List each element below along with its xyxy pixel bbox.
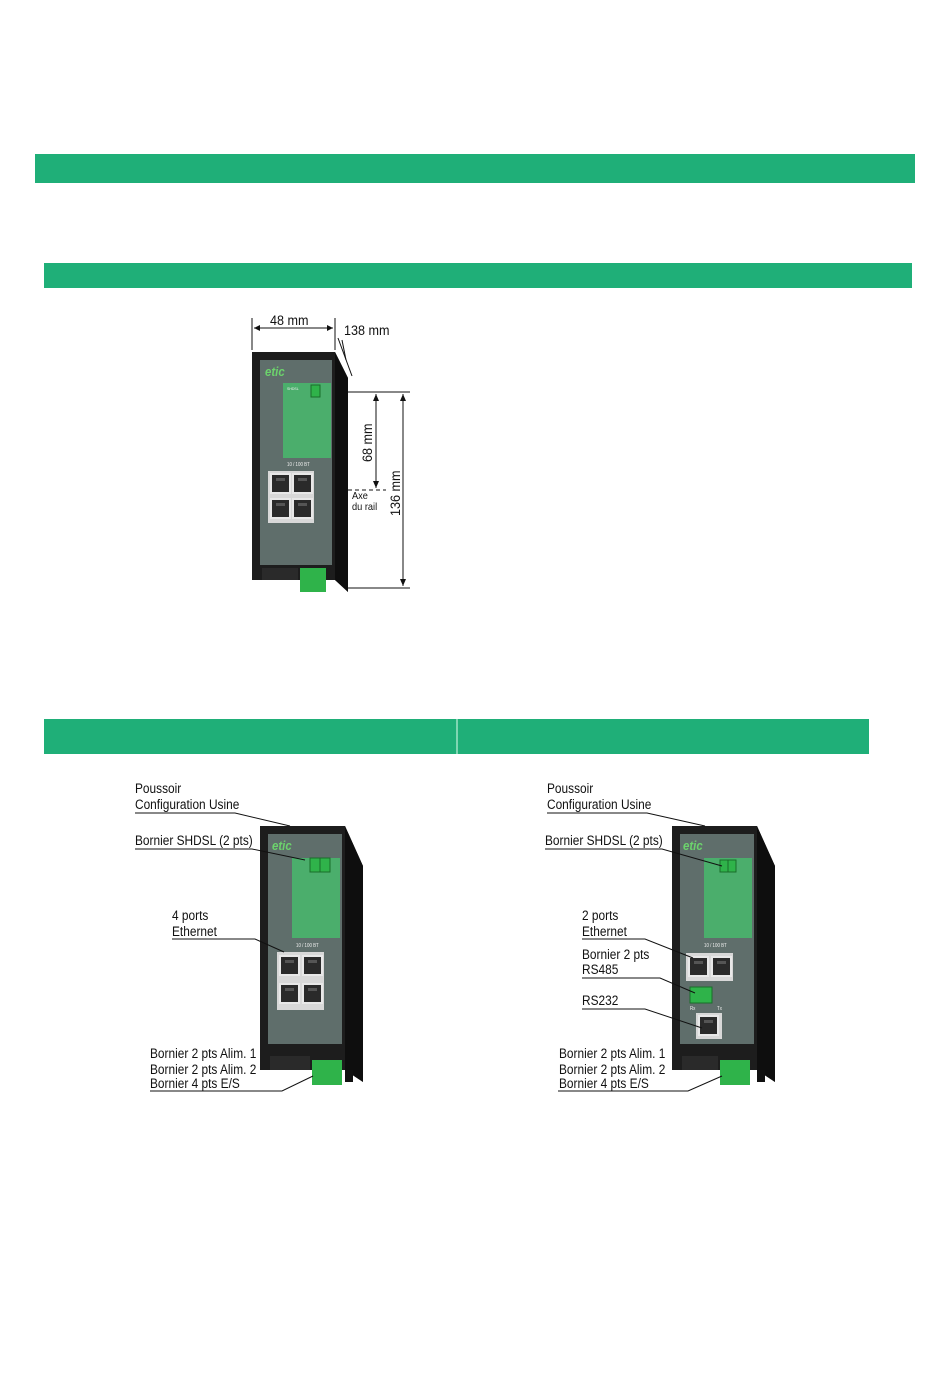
left-pushbutton-label-2: Configuration Usine xyxy=(135,797,240,812)
right-callouts xyxy=(545,812,723,1092)
right-shdsl-label: Bornier SHDSL (2 pts) xyxy=(545,833,663,848)
shdsl-mark-top: SHDSL xyxy=(287,386,299,391)
rail-offset-label: 68 mm xyxy=(359,423,375,462)
section-band-3 xyxy=(44,719,869,754)
band-divider xyxy=(456,719,458,754)
rail-axis-label-line2: du rail xyxy=(352,501,378,513)
right-rs485-label-2: RS485 xyxy=(582,962,619,977)
right-ethernet-label-1: 2 ports xyxy=(582,908,619,923)
port-speed-top: 10 / 100 BT xyxy=(287,462,310,468)
brand-logo-top: etic xyxy=(265,364,285,379)
rs485-rx-mark: Rx xyxy=(690,1006,696,1012)
port-speed-left: 10 / 100 BT xyxy=(296,943,319,949)
left-ethernet-label-2: Ethernet xyxy=(172,924,217,939)
left-callouts xyxy=(135,812,314,1092)
right-ethernet-label-2: Ethernet xyxy=(582,924,627,939)
right-pushbutton-label-1: Poussoir xyxy=(547,781,594,796)
section-band-1 xyxy=(35,154,915,183)
right-power-label-1: Bornier 2 pts Alim. 1 xyxy=(559,1046,666,1061)
dimension-device xyxy=(251,318,410,592)
left-ethernet-label-1: 4 ports xyxy=(172,908,209,923)
brand-logo-left: etic xyxy=(272,838,292,853)
right-rs232-label: RS232 xyxy=(582,993,619,1008)
brand-logo-right: etic xyxy=(683,838,703,853)
left-device xyxy=(260,826,363,1085)
left-power-label-1: Bornier 2 pts Alim. 1 xyxy=(150,1046,257,1061)
right-device xyxy=(672,826,775,1085)
right-io-label: Bornier 4 pts E/S xyxy=(559,1076,649,1091)
left-power-label-2: Bornier 2 pts Alim. 2 xyxy=(150,1062,257,1077)
left-pushbutton-label-1: Poussoir xyxy=(135,781,182,796)
right-rs485-label-1: Bornier 2 pts xyxy=(582,947,650,962)
port-speed-right: 10 / 100 BT xyxy=(704,943,727,949)
left-shdsl-label: Bornier SHDSL (2 pts) xyxy=(135,833,253,848)
right-power-label-2: Bornier 2 pts Alim. 2 xyxy=(559,1062,666,1077)
depth-dimension-label: 138 mm xyxy=(344,322,390,338)
height-dimension-label: 136 mm xyxy=(387,470,403,516)
rs485-tx-mark: Tx xyxy=(717,1006,722,1012)
rail-axis-label-line1: Axe xyxy=(352,490,368,502)
right-pushbutton-label-2: Configuration Usine xyxy=(547,797,652,812)
section-band-2 xyxy=(44,263,912,288)
width-dimension-label: 48 mm xyxy=(270,312,309,328)
left-io-label: Bornier 4 pts E/S xyxy=(150,1076,240,1091)
